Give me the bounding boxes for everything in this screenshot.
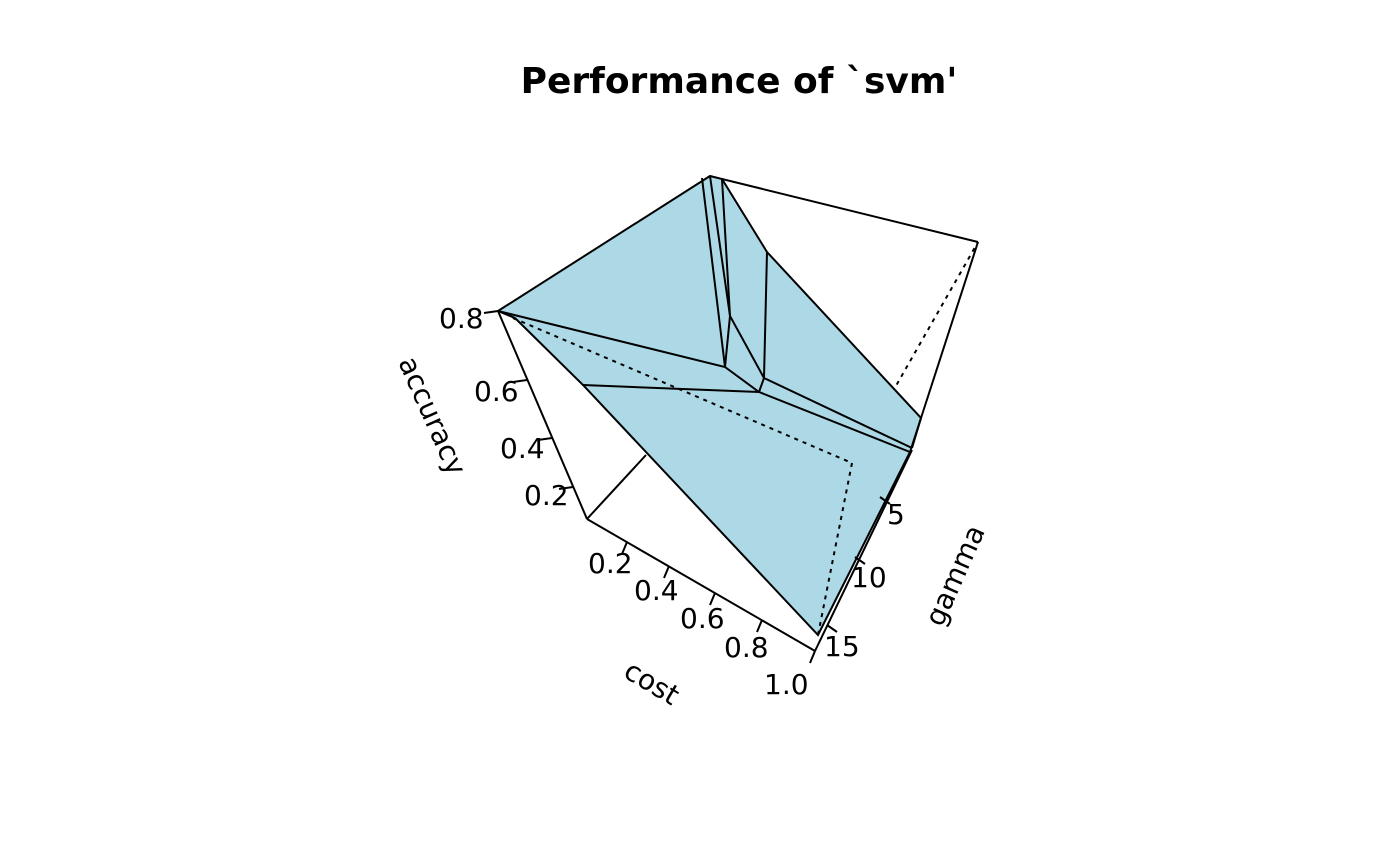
y-tick-label: 15	[824, 630, 860, 663]
surface-edge	[911, 417, 922, 449]
surface-edge	[512, 317, 853, 464]
z-tick-label: 0.4	[500, 432, 545, 465]
y-tick	[826, 624, 838, 633]
y-tick-label: 10	[851, 561, 887, 594]
box-edge	[586, 454, 647, 520]
x-tick-label: 0.6	[680, 602, 725, 635]
box-edge	[721, 178, 979, 243]
z-tick-label: 0.6	[474, 375, 519, 408]
x-tick-label: 0.8	[724, 631, 769, 664]
z-tick-label: 0.2	[524, 479, 569, 512]
surface-edge	[582, 384, 760, 393]
box-edge	[814, 449, 913, 652]
x-tick	[709, 592, 716, 606]
x-tick	[809, 650, 816, 664]
x-axis-label: cost	[618, 654, 685, 712]
y-tick-label: 5	[887, 498, 905, 531]
surface-edge	[701, 177, 726, 368]
y-tick	[879, 496, 891, 505]
chart-title: Performance of `svm'	[521, 61, 958, 102]
x-tick	[756, 619, 763, 633]
x-tick	[663, 565, 670, 579]
z-tick	[558, 486, 574, 490]
hidden-edge	[817, 462, 853, 636]
x-tick-label: 0.4	[634, 574, 679, 607]
z-tick	[512, 379, 528, 383]
surface-edge	[762, 251, 913, 449]
surface-edge	[721, 178, 766, 393]
box-edge	[920, 241, 979, 419]
z-axis-label: accuracy	[392, 351, 474, 480]
x-tick-label: 0.2	[588, 547, 633, 580]
x-tick	[621, 541, 628, 555]
z-tick	[483, 310, 499, 314]
box-edge	[586, 518, 816, 652]
y-axis-label: gamma	[918, 520, 992, 631]
x-tick-label: 1.0	[764, 668, 809, 701]
box-edge	[497, 310, 588, 520]
z-tick	[537, 437, 553, 441]
y-tick	[854, 556, 866, 565]
surface-edge	[497, 310, 911, 453]
z-tick-label: 0.8	[439, 302, 484, 335]
